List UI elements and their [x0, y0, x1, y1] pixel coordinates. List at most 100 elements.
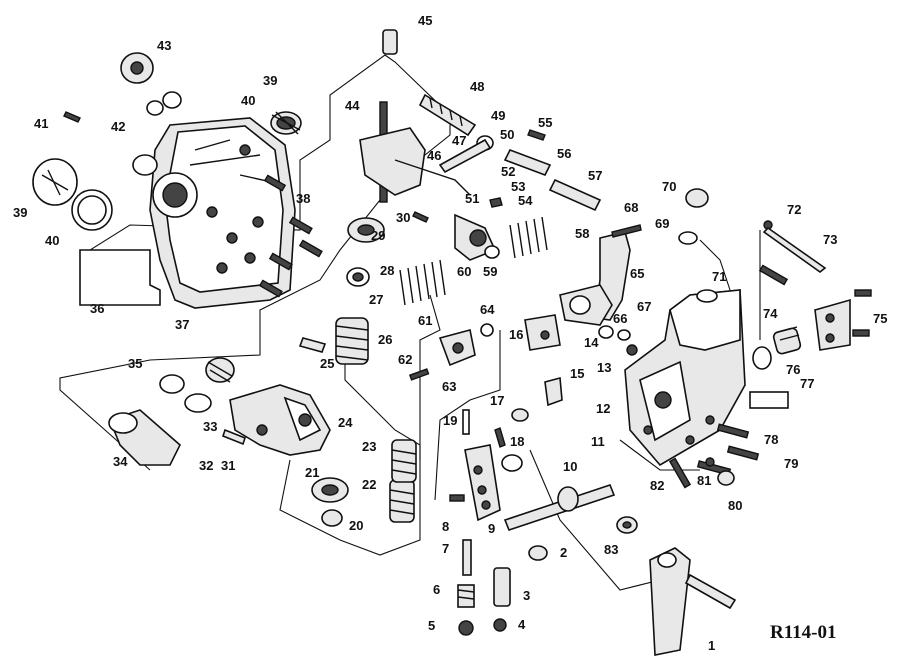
left-lower-parts	[108, 357, 235, 466]
callout-3: 3	[523, 588, 530, 603]
callout-14: 14	[584, 335, 599, 350]
lower-vertical-parts	[449, 444, 548, 636]
cover-plate-left	[32, 154, 158, 231]
callout-20: 20	[349, 518, 363, 533]
callout-21: 21	[305, 465, 319, 480]
callout-63: 63	[442, 379, 456, 394]
callout-61: 61	[418, 313, 432, 328]
callout-71: 71	[712, 269, 726, 284]
callout-83: 83	[604, 542, 618, 557]
callout-67: 67	[637, 299, 651, 314]
callout-78: 78	[764, 432, 778, 447]
callout-17: 17	[490, 393, 504, 408]
center-right-shaft	[454, 197, 548, 261]
callout-labels: 1 2 3 4 5 6 7 8 9 10 11 12 13 14 15 16 1…	[13, 13, 887, 653]
callout-19: 19	[443, 413, 457, 428]
discs-center	[346, 211, 429, 287]
callout-16: 16	[509, 327, 523, 342]
callout-18: 18	[510, 434, 524, 449]
callout-23: 23	[362, 439, 376, 454]
callout-43: 43	[157, 38, 171, 53]
spring-26	[335, 317, 369, 365]
callout-28: 28	[380, 263, 394, 278]
right-side-parts	[749, 289, 872, 409]
callout-81: 81	[697, 473, 711, 488]
callout-41: 41	[34, 116, 48, 131]
callout-39b: 39	[13, 205, 27, 220]
callout-40b: 40	[45, 233, 59, 248]
comb-stack-61	[399, 259, 446, 306]
callout-26: 26	[378, 332, 392, 347]
callout-74: 74	[763, 306, 778, 321]
callout-82: 82	[650, 478, 664, 493]
callout-35: 35	[128, 356, 142, 371]
callout-72: 72	[787, 202, 801, 217]
callout-39: 39	[263, 73, 277, 88]
housing-right	[624, 289, 746, 467]
callout-77: 77	[800, 376, 814, 391]
callout-47: 47	[452, 133, 466, 148]
callout-64: 64	[480, 302, 495, 317]
callout-46: 46	[427, 148, 441, 163]
callout-51: 51	[465, 191, 479, 206]
callout-8: 8	[442, 519, 449, 534]
callout-70: 70	[662, 179, 676, 194]
callout-31: 31	[221, 458, 235, 473]
callout-73: 73	[823, 232, 837, 247]
housing-bolts	[258, 174, 323, 298]
top-right-parts	[678, 188, 827, 286]
callout-37: 37	[175, 317, 189, 332]
callout-12: 12	[596, 401, 610, 416]
drawing-reference-code: R114-01	[770, 622, 837, 643]
callout-52: 52	[501, 164, 515, 179]
callout-69: 69	[655, 216, 669, 231]
middle-right-small	[462, 376, 563, 472]
callout-53: 53	[511, 179, 525, 194]
lever-1	[616, 516, 737, 656]
callout-6: 6	[433, 582, 440, 597]
clamp-63	[408, 323, 494, 381]
central-top-linkage	[359, 29, 494, 203]
gear-wheel-top	[270, 111, 302, 135]
bracket-assembly-24	[222, 384, 331, 456]
callout-68: 68	[624, 200, 638, 215]
small-parts-top-left	[63, 52, 182, 123]
callout-57: 57	[588, 168, 602, 183]
callout-79: 79	[784, 456, 798, 471]
callout-50: 50	[500, 127, 514, 142]
lower-center-parts	[311, 439, 417, 527]
callout-75: 75	[873, 311, 887, 326]
callout-29: 29	[371, 228, 385, 243]
callout-9: 9	[488, 521, 495, 536]
callout-2: 2	[560, 545, 567, 560]
right-arm-linkage	[524, 224, 642, 356]
callout-54: 54	[518, 193, 533, 208]
callout-44: 44	[345, 98, 360, 113]
callout-25: 25	[320, 356, 334, 371]
callout-55: 55	[538, 115, 552, 130]
housing-left	[149, 117, 296, 309]
callout-60: 60	[457, 264, 471, 279]
callout-58: 58	[575, 226, 589, 241]
callout-4: 4	[518, 617, 526, 632]
bottom-right-bolts	[668, 423, 760, 489]
callout-7: 7	[442, 541, 449, 556]
callout-36: 36	[90, 301, 104, 316]
callout-38: 38	[296, 191, 310, 206]
callout-27: 27	[369, 292, 383, 307]
callout-5: 5	[428, 618, 435, 633]
callout-65: 65	[630, 266, 644, 281]
callout-42: 42	[111, 119, 125, 134]
callout-13: 13	[597, 360, 611, 375]
callout-11: 11	[591, 434, 605, 449]
pin-25	[298, 337, 327, 353]
callout-80: 80	[728, 498, 742, 513]
callout-76: 76	[786, 362, 800, 377]
callout-10: 10	[563, 459, 577, 474]
callout-45: 45	[418, 13, 432, 28]
callout-22: 22	[362, 477, 376, 492]
callout-32: 32	[199, 458, 213, 473]
callout-40: 40	[241, 93, 255, 108]
callout-62: 62	[398, 352, 412, 367]
